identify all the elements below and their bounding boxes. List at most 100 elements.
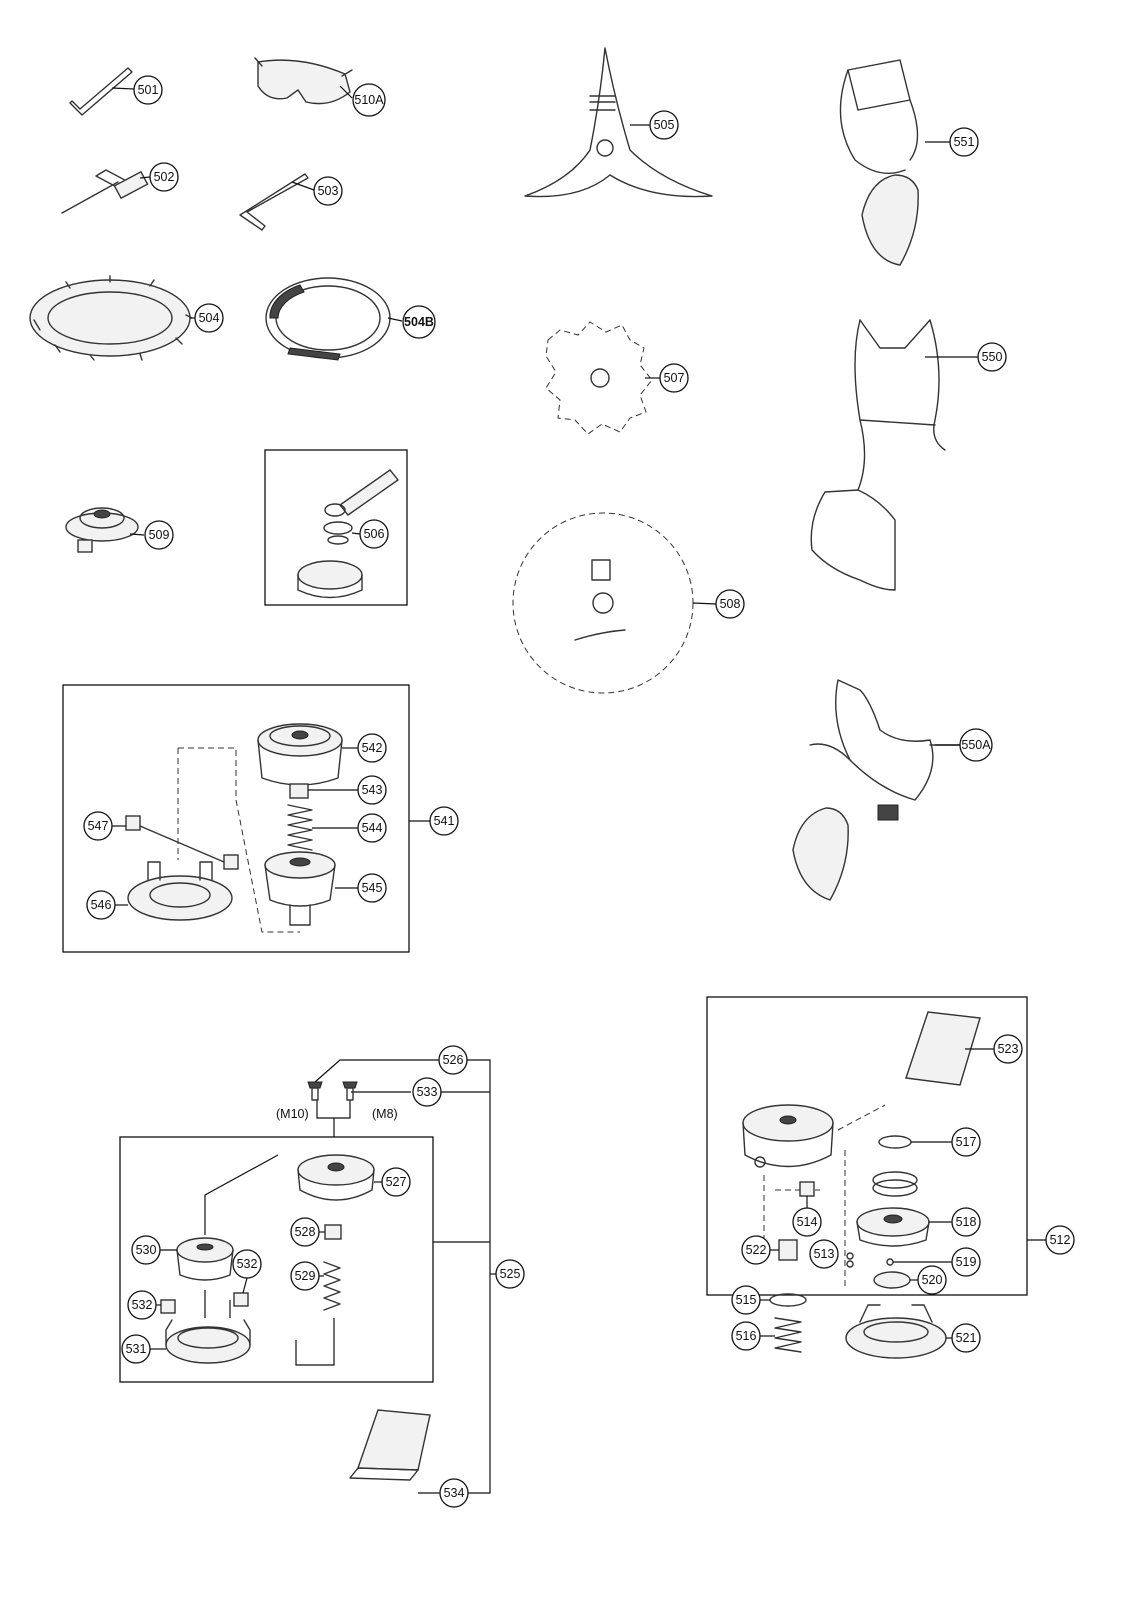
exploded-lines-541 [177,747,300,933]
bracket-531 [204,1290,231,1318]
svg-text:531: 531 [126,1342,147,1356]
callout-530: 530 [131,1235,161,1265]
svg-text:508: 508 [720,597,741,611]
svg-text:550A: 550A [961,738,991,752]
callout-532-right: 532 [232,1249,262,1279]
svg-text:519: 519 [956,1255,977,1269]
svg-text:543: 543 [362,783,383,797]
svg-text:517: 517 [956,1135,977,1149]
clip-532 [156,1277,249,1314]
svg-text:550: 550 [982,350,1003,364]
svg-text:515: 515 [736,1293,757,1307]
callout-506: 506 [359,519,389,549]
callout-519: 519 [951,1247,981,1277]
svg-text:514: 514 [797,1215,818,1229]
base-546 [115,861,233,921]
callout-508: 508 [715,589,745,619]
svg-text:523: 523 [998,1042,1019,1056]
callout-550: 550 [977,342,1007,372]
svg-text:506: 506 [364,527,385,541]
callout-504: 504 [194,303,224,333]
callout-529: 529 [290,1261,320,1291]
callout-510a: 510A [352,83,386,117]
svg-text:527: 527 [386,1175,407,1189]
callout-514: 514 [792,1207,822,1237]
nut-543 [289,783,358,799]
blade-507 [545,321,660,435]
callout-544: 544 [357,813,387,843]
box-525 [119,1136,434,1383]
hex-wrench-503 [239,173,315,231]
note-m10: (M10) [276,1107,309,1121]
callout-515: 515 [731,1285,761,1315]
box-512 [706,996,1028,1296]
callout-517: 517 [951,1127,981,1157]
callout-541: 541 [429,806,459,836]
bracket-530 [204,1154,279,1235]
callout-545: 545 [357,873,387,903]
clip-547 [112,815,239,870]
svg-text:546: 546 [91,898,112,912]
bolt-526 [307,1081,323,1101]
svg-text:518: 518 [956,1215,977,1229]
box-506 [264,449,408,606]
safety-glasses-510a [254,57,353,105]
svg-text:542: 542 [362,741,383,755]
cap-512 [742,1104,834,1168]
callout-523: 523 [993,1034,1023,1064]
svg-text:525: 525 [500,1267,521,1281]
washer-517 [878,1135,952,1149]
harness-550 [810,319,978,591]
svg-text:529: 529 [295,1269,316,1283]
svg-text:513: 513 [814,1247,835,1261]
nut-514 [799,1181,815,1208]
callout-520: 520 [917,1265,947,1295]
nut-528 [319,1224,342,1240]
callout-507: 507 [659,363,689,393]
shoulder-pad-ring-504 [29,275,196,361]
svg-text:544: 544 [362,821,383,835]
svg-text:551: 551 [954,135,975,149]
harness-550a [792,679,961,901]
leaders-525 [314,1059,496,1494]
hex-wrench-501 [69,67,135,116]
svg-text:516: 516 [736,1329,757,1343]
note-m8: (M8) [372,1107,398,1121]
svg-text:528: 528 [295,1225,316,1239]
callout-526: 526 [438,1045,468,1075]
callout-531: 531 [121,1334,151,1364]
spring-ring [872,1171,918,1197]
callout-501: 501 [133,75,163,105]
spring-seat-520 [873,1271,918,1289]
callout-503: 503 [313,176,343,206]
manual-534 [349,1409,440,1494]
callout-546: 546 [86,890,116,920]
shoulder-strap-551 [839,59,950,266]
box-541 [62,684,410,953]
blade-508 [512,512,717,694]
washer-515 [760,1293,807,1307]
callout-527: 527 [381,1167,411,1197]
svg-text:532: 532 [237,1257,258,1271]
manual-523 [905,1011,994,1086]
svg-text:547: 547 [88,819,109,833]
svg-text:520: 520 [922,1273,943,1287]
callout-505: 505 [649,110,679,140]
callout-525: 525 [495,1259,525,1289]
callout-547: 547 [83,811,113,841]
base-521 [845,1304,952,1359]
cover-washer-509 [65,507,145,553]
svg-text:526: 526 [443,1053,464,1067]
callout-550a: 550A [959,728,993,762]
callout-521: 521 [951,1323,981,1353]
svg-text:505: 505 [654,118,675,132]
callout-528: 528 [290,1217,320,1247]
nut-522 [770,1239,798,1261]
svg-text:501: 501 [138,83,159,97]
svg-text:507: 507 [664,371,685,385]
spring-516 [760,1317,802,1353]
exploded-lines-512 [763,1104,886,1290]
svg-text:522: 522 [746,1243,767,1257]
callout-542: 542 [357,733,387,763]
